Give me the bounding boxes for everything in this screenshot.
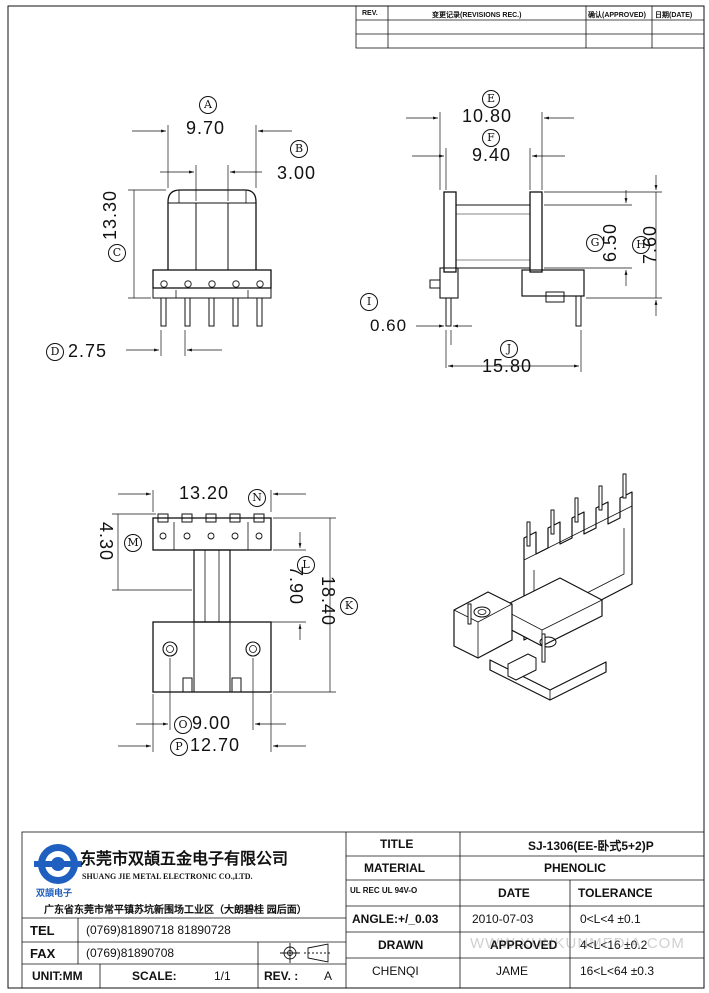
material-label: MATERIAL: [364, 861, 426, 875]
tel-value: (0769)81890718 81890728: [86, 923, 231, 937]
title-value: SJ-1306(EE-卧式5+2)P: [528, 839, 654, 853]
bottom-view: [152, 513, 272, 693]
tolerance-label: TOLERANCE: [578, 886, 653, 900]
approved-label: APPROVED: [490, 938, 558, 952]
date-label: DATE: [498, 886, 530, 900]
fax-value: (0769)81890708: [86, 946, 175, 960]
revision-table: [355, 5, 705, 49]
company-logo-text: 双頡电子: [36, 888, 73, 898]
rev-column-header: REV.: [362, 10, 378, 17]
approved-value: JAME: [496, 964, 529, 978]
tolerance-3: 16<L<64 ±0.3: [580, 964, 654, 978]
isometric-view: [453, 473, 633, 701]
front-view-dimension-lines: [126, 125, 292, 356]
angle-label: ANGLE:+/_0.03: [352, 912, 439, 926]
material-value: PHENOLIC: [544, 861, 607, 875]
bottom-view-dimension-lines: [112, 490, 336, 752]
title-block-grid: [21, 831, 705, 989]
tel-label: TEL: [30, 923, 55, 938]
watermark: WWW.XUNKUNMEDIA.COM: [470, 935, 685, 952]
drawn-label: DRAWN: [378, 938, 424, 952]
rev-label: REV. :: [264, 969, 299, 983]
company-name-en: SHUANG JIE METAL ELECTRONIC CO.,LTD.: [82, 872, 253, 881]
date-value: 2010-07-03: [472, 912, 534, 926]
front-view: [152, 189, 272, 327]
ul-label: UL REC UL 94V-O: [350, 886, 418, 895]
side-view-dimension-lines: [406, 112, 662, 372]
projection-symbol-icon: [280, 943, 332, 963]
company-name-cn: 东莞市双頡五金电子有限公司: [80, 851, 289, 868]
company-address: 广东省东莞市常平镇苏坑新围场工业区（大朗碧桂 园后面）: [44, 905, 307, 916]
scale-value: 1/1: [214, 969, 231, 983]
title-label: TITLE: [380, 837, 414, 851]
approved-column-header: 确认(APPROVED): [588, 12, 646, 19]
date-column-header: 日期(DATE): [655, 12, 693, 19]
tolerance-2: 4<L<16 ±0.2: [580, 938, 648, 952]
fax-label: FAX: [30, 946, 56, 961]
rev-value: A: [324, 969, 333, 983]
drawn-value: CHENQI: [372, 964, 419, 978]
record-column-header: 变更记录(REVISIONS REC.): [432, 12, 522, 19]
scale-label: SCALE:: [132, 969, 177, 983]
side-view: [429, 191, 585, 327]
unit-label: UNIT:MM: [32, 969, 83, 983]
company-logo-icon: [34, 844, 82, 884]
tolerance-1: 0<L<4 ±0.1: [580, 912, 641, 926]
